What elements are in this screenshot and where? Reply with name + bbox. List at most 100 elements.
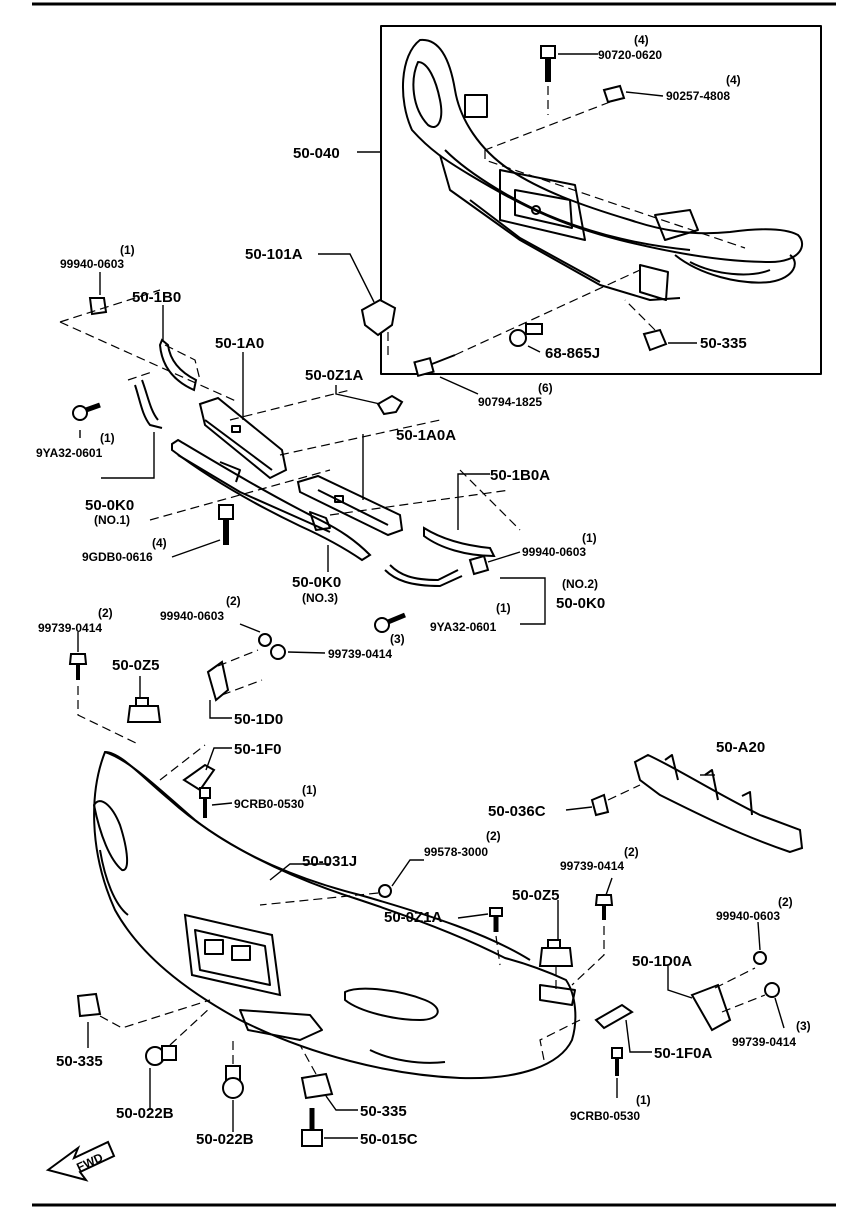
qty-9YA32-b: (1) — [496, 601, 511, 615]
qty-90794: (6) — [538, 381, 553, 395]
bolt-90720-icon — [540, 45, 556, 115]
clip-50-022B-a-icon — [145, 1007, 211, 1066]
qty-99940-a: (1) — [120, 243, 135, 257]
qty-99739-c: (2) — [624, 845, 639, 859]
bracket-50-0K0-no2-icon — [384, 564, 463, 587]
label-50-015C: 50-015C — [360, 1131, 418, 1148]
clip-90257-icon — [484, 84, 626, 151]
label-50-0Z5-left: 50-0Z5 — [112, 657, 160, 674]
label-99940-0603-b: 99940-0603 — [522, 545, 586, 559]
bracket-50-1F0-icon — [159, 744, 216, 818]
qty-9CRB0-a: (1) — [302, 783, 317, 797]
leader-dash — [484, 150, 746, 249]
screw-99739-right-icon — [571, 894, 614, 986]
label-68-865J: 68-865J — [545, 345, 600, 362]
label-50-1D0A: 50-1D0A — [632, 953, 692, 970]
qty-99578: (2) — [486, 829, 501, 843]
qty-9YA32-a: (1) — [100, 431, 115, 445]
label-50-0K0-no2: 50-0K0 — [556, 595, 605, 612]
nut-99940-top-left-icon — [59, 289, 239, 403]
bracket-50-1B0A-icon — [423, 469, 521, 558]
clip-50-0Z5-right-icon — [538, 939, 574, 990]
qty-99940-c: (2) — [226, 594, 241, 608]
label-9YA32-0601-a: 9YA32-0601 — [36, 446, 103, 460]
qty-9GDB0: (4) — [152, 536, 167, 550]
label-50-1D0: 50-1D0 — [234, 711, 283, 728]
bracket-50-A20-icon — [633, 753, 804, 854]
inset-box — [380, 25, 822, 375]
bracket-50-1B0-icon — [158, 338, 201, 392]
label-50-0Z5-right: 50-0Z5 — [512, 887, 560, 904]
clip-50-036C-icon — [590, 784, 641, 817]
leader-lines — [77, 53, 785, 1139]
label-no3: (NO.3) — [302, 591, 338, 605]
label-no2: (NO.2) — [562, 577, 598, 591]
label-99739-0414-b: 99739-0414 — [328, 647, 392, 661]
bracket-50-0K0-no3-icon — [171, 438, 372, 562]
label-50-1B0: 50-1B0 — [132, 289, 181, 306]
label-90794-1825: 90794-1825 — [478, 395, 542, 409]
bolt-50-015C-icon — [301, 1108, 323, 1147]
label-no1: (NO.1) — [94, 513, 130, 527]
bracket-50-1D0-icon — [206, 633, 286, 702]
clip-50-0Z1A-bottom-icon — [489, 907, 503, 966]
label-50-101A: 50-101A — [245, 246, 303, 263]
bracket-50-0K0-no1-icon — [127, 371, 163, 429]
label-50-1F0: 50-1F0 — [234, 741, 282, 758]
bolt-9YA32-bottom-icon — [374, 612, 406, 633]
label-90257-4808: 90257-4808 — [666, 89, 730, 103]
label-50-0Z1A-top: 50-0Z1A — [305, 367, 364, 384]
qty-99940-b: (1) — [582, 531, 597, 545]
bumper-reinforcement-drawing — [402, 38, 804, 301]
qty-90720: (4) — [634, 33, 649, 47]
screw-99739-left-icon — [68, 653, 141, 746]
label-99578-3000: 99578-3000 — [424, 845, 488, 859]
label-50-022B-a: 50-022B — [116, 1105, 174, 1122]
clip-68-865J-icon — [509, 323, 543, 347]
nut-99578-icon — [259, 884, 392, 906]
label-90720-0620: 90720-0620 — [598, 48, 662, 62]
label-50-1F0A: 50-1F0A — [654, 1045, 713, 1062]
label-99739-0414-c: 99739-0414 — [560, 859, 624, 873]
label-99940-0603-d: 99940-0603 — [716, 909, 780, 923]
label-50-040: 50-040 — [293, 145, 340, 162]
qty-99940-d: (2) — [778, 895, 793, 909]
label-50-0Z1A-bottom: 50-0Z1A — [384, 909, 443, 926]
qty-99739-d: (3) — [796, 1019, 811, 1033]
label-99739-0414-d: 99739-0414 — [732, 1035, 796, 1049]
qty-99739-b: (3) — [390, 632, 405, 646]
bracket-50-1F0A-icon — [539, 1003, 634, 1076]
nut-99940-right-icon — [468, 554, 490, 576]
label-fwd: FWD — [74, 1150, 105, 1174]
clip-50-0Z5-left-icon — [126, 697, 162, 723]
label-50-335-bottom: 50-335 — [360, 1103, 407, 1120]
nut-50-335-top-icon — [624, 299, 668, 352]
qty-90257: (4) — [726, 73, 741, 87]
qty-9CRB0-b: (1) — [636, 1093, 651, 1107]
label-50-1A0A: 50-1A0A — [396, 427, 456, 444]
cover-50-101A-icon — [360, 298, 397, 355]
clip-50-0Z1A-top-icon — [376, 394, 404, 416]
label-50-A20: 50-A20 — [716, 739, 765, 756]
label-50-1A0: 50-1A0 — [215, 335, 264, 352]
label-9YA32-0601-b: 9YA32-0601 — [430, 620, 497, 634]
bracket-50-1A0-icon — [198, 396, 288, 480]
bolt-9GDB0-icon — [218, 504, 234, 545]
label-50-335-top: 50-335 — [700, 335, 747, 352]
bolt-9YA32-left-icon — [72, 402, 101, 421]
label-50-022B-b: 50-022B — [196, 1131, 254, 1148]
clip-50-022B-b-icon — [222, 1040, 244, 1099]
label-9CRB0-0530-b: 9CRB0-0530 — [570, 1109, 640, 1123]
upper-guide-lines — [149, 389, 511, 521]
labels: 50-040 (4) 90720-0620 (4) 90257-4808 50-… — [36, 33, 811, 1174]
label-50-031J: 50-031J — [302, 853, 357, 870]
qty-99739-a: (2) — [98, 606, 113, 620]
label-50-0K0-no3: 50-0K0 — [292, 574, 341, 591]
bumper-cover-drawing — [93, 750, 577, 1080]
label-9GDB0-0616: 9GDB0-0616 — [82, 550, 153, 564]
bolt-90794-icon — [413, 269, 641, 378]
label-99940-0603-c: 99940-0603 — [160, 609, 224, 623]
bracket-50-1A0A-icon — [296, 474, 404, 537]
